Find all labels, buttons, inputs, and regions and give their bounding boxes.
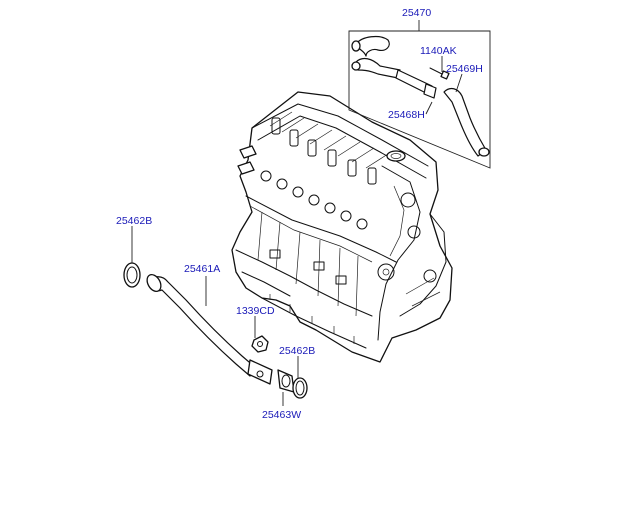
- callout-gasket-outlet: 25462B: [279, 345, 315, 357]
- callout-pipe: 25461A: [184, 263, 220, 275]
- callout-hose-upper: 25469H: [446, 63, 483, 75]
- upper-hose-icon: [351, 35, 437, 99]
- hose-upper-leader: [455, 73, 463, 93]
- coolant-pipe-icon: [146, 273, 273, 385]
- bolt-icon: [429, 67, 450, 80]
- callout-hose-kit: 25470: [402, 7, 431, 19]
- hose-kit-frame: [348, 20, 491, 169]
- nut-icon: [251, 335, 269, 353]
- callout-gasket-inlet: 25462B: [116, 215, 152, 227]
- callout-bolt: 1140AK: [420, 45, 457, 57]
- lower-hose-icon: [443, 87, 490, 157]
- engine-assembly: [231, 91, 453, 363]
- inlet-gasket-icon: [123, 262, 141, 288]
- callout-hose-lower: 25468H: [388, 109, 425, 121]
- hose-lower-leader: [425, 101, 433, 115]
- flange-gasket-icon: [277, 369, 295, 393]
- callout-nut: 1339CD: [236, 305, 275, 317]
- outlet-gasket-icon: [292, 377, 308, 399]
- callout-gasket-flange: 25463W: [262, 409, 301, 421]
